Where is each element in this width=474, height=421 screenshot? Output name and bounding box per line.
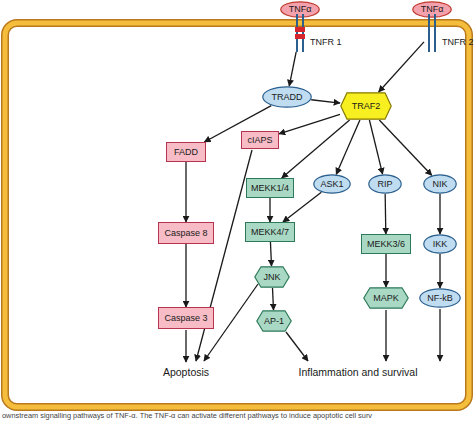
- receptor-outline: [292, 14, 308, 52]
- pathway-arrow: [286, 332, 308, 361]
- node-label: Caspase 3: [164, 314, 207, 323]
- node-label: TRADD: [272, 93, 303, 102]
- node-label: RIP: [377, 180, 392, 189]
- node-label: IKK: [433, 240, 448, 249]
- node-label: ASK1: [320, 180, 343, 189]
- kinase-box: MEKK1/4: [246, 178, 294, 198]
- node-label: AP-1: [264, 317, 284, 326]
- receptor-label: TNFR 1: [310, 38, 342, 47]
- node-label: cIAPS: [247, 136, 272, 145]
- kinase-hexagon: JNK: [254, 266, 290, 288]
- outcome-label: Inflammation and survival: [298, 366, 417, 378]
- node-label: TNFα: [421, 5, 444, 14]
- pathway-arrow: [385, 310, 386, 361]
- pathway-arrow: [196, 150, 252, 361]
- node-label: FADD: [174, 148, 198, 157]
- outcome-label: Apoptosis: [163, 366, 209, 378]
- receptor-symbol: TNFR 2: [424, 14, 470, 52]
- kinase-box: MEKK3/6: [361, 234, 411, 254]
- protein-ellipse: RIP: [368, 174, 402, 194]
- factor-ellipse: NF-kB: [419, 288, 461, 308]
- pathway-arrow: [336, 120, 360, 174]
- node-label: MEKK4/7: [251, 228, 289, 237]
- pathway-arrow: [385, 194, 387, 234]
- pathway-arrow: [185, 244, 186, 307]
- adaptor-hexagon: TRAF2: [340, 92, 392, 120]
- node-label: TRAF2: [352, 102, 381, 111]
- ligand-ellipse: TNFα: [412, 1, 452, 18]
- pathway-arrow: [185, 162, 186, 222]
- caspase-box: Caspase 3: [158, 307, 214, 329]
- receptor-label: TNFR 2: [442, 38, 474, 47]
- figure-caption: ownstream signalling pathways of TNF-α. …: [2, 411, 372, 420]
- protein-ellipse: NIK: [423, 174, 457, 194]
- pathway-arrow: [439, 254, 440, 288]
- node-label: NIK: [432, 180, 447, 189]
- node-label: JNK: [263, 273, 280, 282]
- protein-box: cIAPS: [241, 131, 279, 149]
- pathway-arrow: [289, 52, 296, 86]
- caspase-box: Caspase 8: [158, 222, 214, 244]
- protein-box: FADD: [166, 142, 206, 162]
- protein-ellipse: IKK: [423, 234, 457, 254]
- pathway-arrow: [385, 254, 386, 287]
- kinase-box: MEKK4/7: [245, 222, 295, 242]
- node-label: NF-kB: [427, 294, 453, 303]
- protein-ellipse: TRADD: [262, 86, 312, 108]
- node-label: MAPK: [373, 294, 399, 303]
- pathway-arrow: [269, 198, 270, 222]
- pathway-arrow: [270, 242, 271, 266]
- pathway-arrow: [273, 288, 274, 310]
- node-label: MEKK3/6: [367, 240, 405, 249]
- pathway-arrow: [185, 330, 186, 362]
- pathway-arrow: [439, 194, 440, 234]
- pathway-arrow: [379, 120, 431, 175]
- node-label: TNFα: [289, 5, 312, 14]
- protein-ellipse: ASK1: [313, 174, 351, 194]
- kinase-hexagon: MAPK: [363, 287, 409, 309]
- node-label: MEKK1/4: [251, 184, 289, 193]
- membrane-outer: [5, 23, 469, 407]
- pathway-arrow: [439, 309, 440, 361]
- membrane-inner: [5, 23, 469, 407]
- receptor-outline: [424, 14, 440, 52]
- pathway-arrow: [379, 42, 424, 92]
- pathway-arrow: [282, 120, 350, 178]
- ligand-ellipse: TNFα: [280, 1, 320, 18]
- pathway-arrow: [369, 120, 382, 174]
- pathway-arrow: [279, 114, 340, 134]
- node-label: Caspase 8: [164, 229, 207, 238]
- factor-hexagon: AP-1: [256, 310, 292, 332]
- pathway-arrow: [311, 100, 340, 103]
- receptor-symbol: TNFR 1: [292, 14, 350, 52]
